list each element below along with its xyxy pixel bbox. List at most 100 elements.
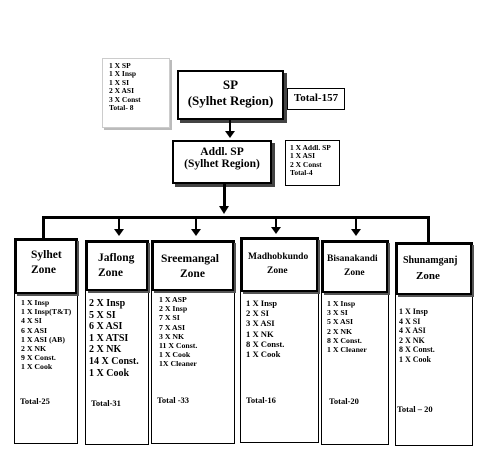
arrow-trunk (219, 206, 229, 214)
addl-sp-staff-list: 1 X Addl. SP 1 X ASI 2 X Const Total-4 (285, 140, 340, 186)
staff-line: 1 X ASI (290, 151, 316, 161)
zone-jaflong-staff: 2 X Insp 5 X SI 6 X ASI 1 X ATSI 2 X NK … (89, 298, 139, 379)
staff-line: 1 X Insp(T&T) (21, 307, 72, 317)
zone-bisanakandi-total: Total-20 (329, 396, 359, 406)
staff-line: 1 X ATSI (89, 332, 129, 344)
arrow-sreemangal (191, 229, 201, 236)
staff-line: 3 X NK (159, 331, 185, 341)
staff-line: 2 X Insp (89, 298, 126, 309)
staff-line: 5 X SI (89, 309, 116, 321)
zone-jaflong: Jaflong Zone 2 X Insp 5 X SI 6 X ASI 1 X… (85, 240, 149, 445)
zone-sylhet-zone-word: Zone (31, 264, 56, 276)
staff-line: 2 X NK (21, 344, 47, 354)
connector-drop-jaflong (118, 216, 120, 230)
zone-sylhet-staff: 1 X Insp 1 X Insp(T&T) 4 X SI 6 X ASI 1 … (21, 298, 71, 372)
staff-line: 1 X SP (109, 61, 131, 70)
staff-line: 2 X Const (290, 159, 322, 169)
staff-line: 6 X ASI (21, 325, 47, 335)
zone-madhobkundo: Madhobkundo Zone 1 X Insp 2 X SI 3 X ASI… (240, 237, 319, 443)
staff-line: 8 X Const. (327, 335, 362, 345)
staff-line: 9 X Const. (21, 353, 56, 363)
zone-sreemangal: Sreemangal Zone 1 X ASP 2 X Insp 7 X SI … (151, 240, 235, 444)
staff-line: 3 X ASI (246, 318, 275, 329)
zone-shunamganj-zone-word: Zone (416, 270, 440, 282)
zone-madhobkundo-zone-word: Zone (267, 266, 288, 276)
staff-line: 4 X ASI (399, 326, 426, 336)
staff-line: 3 X Const (109, 94, 141, 104)
sp-title: SP (222, 77, 239, 92)
staff-line: 5 X ASI (327, 317, 353, 327)
staff-line: 1 X Insp (21, 298, 50, 307)
connector-drop-madhobkundo (275, 216, 277, 228)
zone-jaflong-total: Total-31 (91, 398, 121, 408)
zone-sylhet-header: Sylhet Zone (15, 239, 77, 294)
total-label: Total-157 (293, 92, 339, 104)
staff-line: 1 X ASI (AB) (21, 334, 65, 344)
zone-madhobkundo-total: Total-16 (246, 395, 276, 405)
staff-line: 4 X SI (399, 316, 421, 326)
staff-line: 1 X Cleaner (327, 345, 367, 355)
addl-sp-region: (Sylhet Region) (184, 158, 260, 170)
zone-sylhet-name: Sylhet (31, 249, 62, 261)
zone-shunamganj-header: Shunamganj Zone (396, 243, 472, 295)
connector-sp-addl (229, 120, 231, 132)
zone-bisanakandi-name: Bisanakandi (327, 254, 378, 264)
staff-line: Total-4 (290, 168, 313, 178)
addl-sp-title: Addl. SP (200, 146, 244, 158)
connector-drop-sylhet (42, 216, 45, 238)
zone-shunamganj-total: Total – 20 (397, 404, 433, 414)
staff-line: 2 X NK (327, 326, 353, 336)
staff-line: 1 X Cook (89, 367, 130, 379)
sp-box: SP (Sylhet Region) (177, 70, 284, 120)
zone-sreemangal-name: Sreemangal (161, 253, 219, 265)
staff-line: 8 X Const. (246, 338, 285, 349)
zone-madhobkundo-name: Madhobkundo (248, 252, 309, 262)
staff-line: 1 X Addl. SP (290, 143, 331, 152)
staff-line: 2 X ASI (109, 86, 135, 96)
sp-region: (Sylhet Region) (187, 93, 274, 108)
zone-shunamganj: Shunamganj Zone 1 X Insp 4 X SI 4 X ASI … (395, 242, 473, 446)
staff-line: 1 X Cook (159, 350, 191, 360)
zone-jaflong-zone-word: Zone (98, 267, 123, 279)
total-box: Total-157 (287, 88, 345, 110)
arrow-bisanakandi (351, 229, 361, 236)
zone-jaflong-header: Jaflong Zone (86, 241, 148, 291)
staff-line: 2 X NK (399, 335, 425, 345)
staff-line: 1 X Cook (21, 362, 53, 372)
staff-line: 1 X ASP (159, 295, 187, 304)
arrow-sp-addl (225, 131, 235, 138)
staff-line: 1 X NK (246, 328, 274, 339)
zone-madhobkundo-header: Madhobkundo Zone (241, 238, 318, 292)
connector-trunk (223, 184, 226, 208)
zone-sreemangal-zone-word: Zone (180, 268, 205, 280)
zone-shunamganj-staff: 1 X Insp 4 X SI 4 X ASI 2 X NK 8 X Const… (399, 307, 435, 365)
arrow-madhobkundo (271, 227, 281, 234)
zone-madhobkundo-staff: 1 X Insp 2 X SI 3 X ASI 1 X NK 8 X Const… (246, 298, 284, 359)
connector-drop-bisanakandi (355, 216, 357, 230)
zone-sreemangal-header: Sreemangal Zone (152, 241, 234, 291)
connector-horizontal-bar (42, 216, 429, 219)
addl-sp-box: Addl. SP (Sylhet Region) (172, 140, 272, 184)
zone-bisanakandi-zone-word: Zone (344, 268, 365, 278)
staff-line: 4 X SI (21, 316, 42, 326)
staff-line: 1 X Cook (246, 349, 281, 360)
staff-line: 1 X Insp (246, 298, 278, 308)
staff-line: 11 X Const. (159, 341, 198, 351)
zone-sylhet: Sylhet Zone 1 X Insp 1 X Insp(T&T) 4 X S… (14, 238, 78, 444)
staff-line: 1 X Insp (399, 307, 428, 316)
staff-line: 2 X SI (246, 308, 269, 319)
sp-staff-list: 1 X SP 1 X Insp 1 X SI 2 X ASI 3 X Const… (102, 58, 170, 128)
staff-line: Total- 8 (109, 103, 134, 113)
zone-bisanakandi: Bisanakandi Zone 1 X Insp 3 X SI 5 X ASI… (321, 240, 389, 445)
arrow-jaflong (114, 229, 124, 236)
staff-line: 7 X SI (159, 313, 180, 323)
connector-drop-shunamganj (427, 216, 430, 242)
zone-sreemangal-staff: 1 X ASP 2 X Insp 7 X SI 7 X ASI 3 X NK 1… (159, 295, 197, 369)
connector-drop-sreemangal (195, 216, 197, 230)
zone-jaflong-name: Jaflong (98, 252, 135, 264)
zone-shunamganj-name: Shunamganj (403, 255, 458, 266)
zone-sylhet-total: Total-25 (20, 396, 50, 406)
zone-bisanakandi-header: Bisanakandi Zone (322, 241, 388, 293)
staff-line: 2 X NK (89, 344, 122, 356)
staff-line: 7 X ASI (159, 322, 185, 332)
